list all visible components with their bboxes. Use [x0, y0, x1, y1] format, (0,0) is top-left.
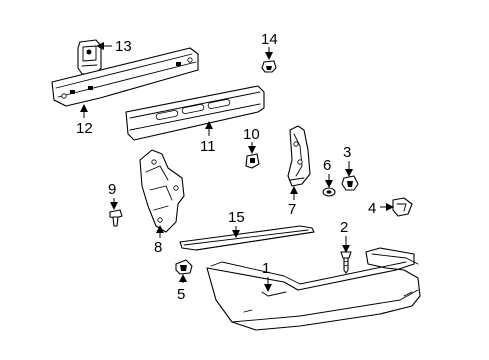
- callout-label-7: 7: [288, 201, 296, 218]
- part-1-bumper-cover[interactable]: [206, 247, 421, 331]
- callout-11[interactable]: 11: [200, 121, 216, 155]
- callout-label-3: 3: [343, 144, 351, 161]
- callout-label-15: 15: [228, 209, 245, 226]
- callout-12[interactable]: 12: [76, 104, 93, 137]
- callout-13[interactable]: 13: [96, 38, 132, 55]
- callout-8[interactable]: 8: [154, 225, 164, 256]
- callout-3[interactable]: 3: [343, 144, 353, 177]
- callout-label-2: 2: [340, 219, 348, 236]
- part-4-bracket-clip[interactable]: [392, 197, 413, 217]
- part-13-bracket[interactable]: [77, 39, 102, 75]
- part-2-screw[interactable]: [340, 251, 352, 274]
- callout-7[interactable]: 7: [288, 186, 298, 218]
- callout-label-12: 12: [76, 120, 93, 137]
- part-7-side-bracket[interactable]: [287, 125, 311, 187]
- part-11-energy-absorber[interactable]: [125, 85, 265, 141]
- callout-label-8: 8: [154, 239, 162, 256]
- callout-6[interactable]: 6: [323, 157, 333, 188]
- callout-label-10: 10: [243, 126, 260, 143]
- callout-label-6: 6: [323, 157, 331, 174]
- part-9-push-clip[interactable]: [109, 209, 123, 227]
- callout-5[interactable]: 5: [177, 274, 187, 303]
- callout-10[interactable]: 10: [243, 126, 260, 154]
- callout-label-14: 14: [261, 31, 278, 48]
- callout-label-13: 13: [115, 38, 132, 55]
- callout-15[interactable]: 15: [228, 209, 245, 238]
- callout-label-1: 1: [262, 260, 270, 277]
- callout-9[interactable]: 9: [108, 181, 118, 210]
- callout-label-5: 5: [177, 286, 185, 303]
- callout-label-11: 11: [200, 138, 216, 155]
- callout-label-4: 4: [368, 200, 376, 217]
- part-5-retainer[interactable]: [175, 259, 193, 275]
- part-14-clip[interactable]: [261, 60, 277, 73]
- callout-4[interactable]: 4: [368, 200, 394, 217]
- callout-1[interactable]: 1: [262, 260, 272, 292]
- callout-14[interactable]: 14: [261, 31, 278, 60]
- part-3-clip[interactable]: [341, 175, 359, 191]
- part-15-reflector-strip[interactable]: [179, 225, 315, 251]
- part-8-side-bracket[interactable]: [139, 149, 185, 233]
- callout-label-9: 9: [108, 181, 116, 198]
- part-10-retainer[interactable]: [245, 153, 260, 169]
- callout-2[interactable]: 2: [340, 219, 350, 253]
- part-6-grommet[interactable]: [322, 187, 336, 197]
- part-12-reinforcement-bar[interactable]: [51, 47, 199, 107]
